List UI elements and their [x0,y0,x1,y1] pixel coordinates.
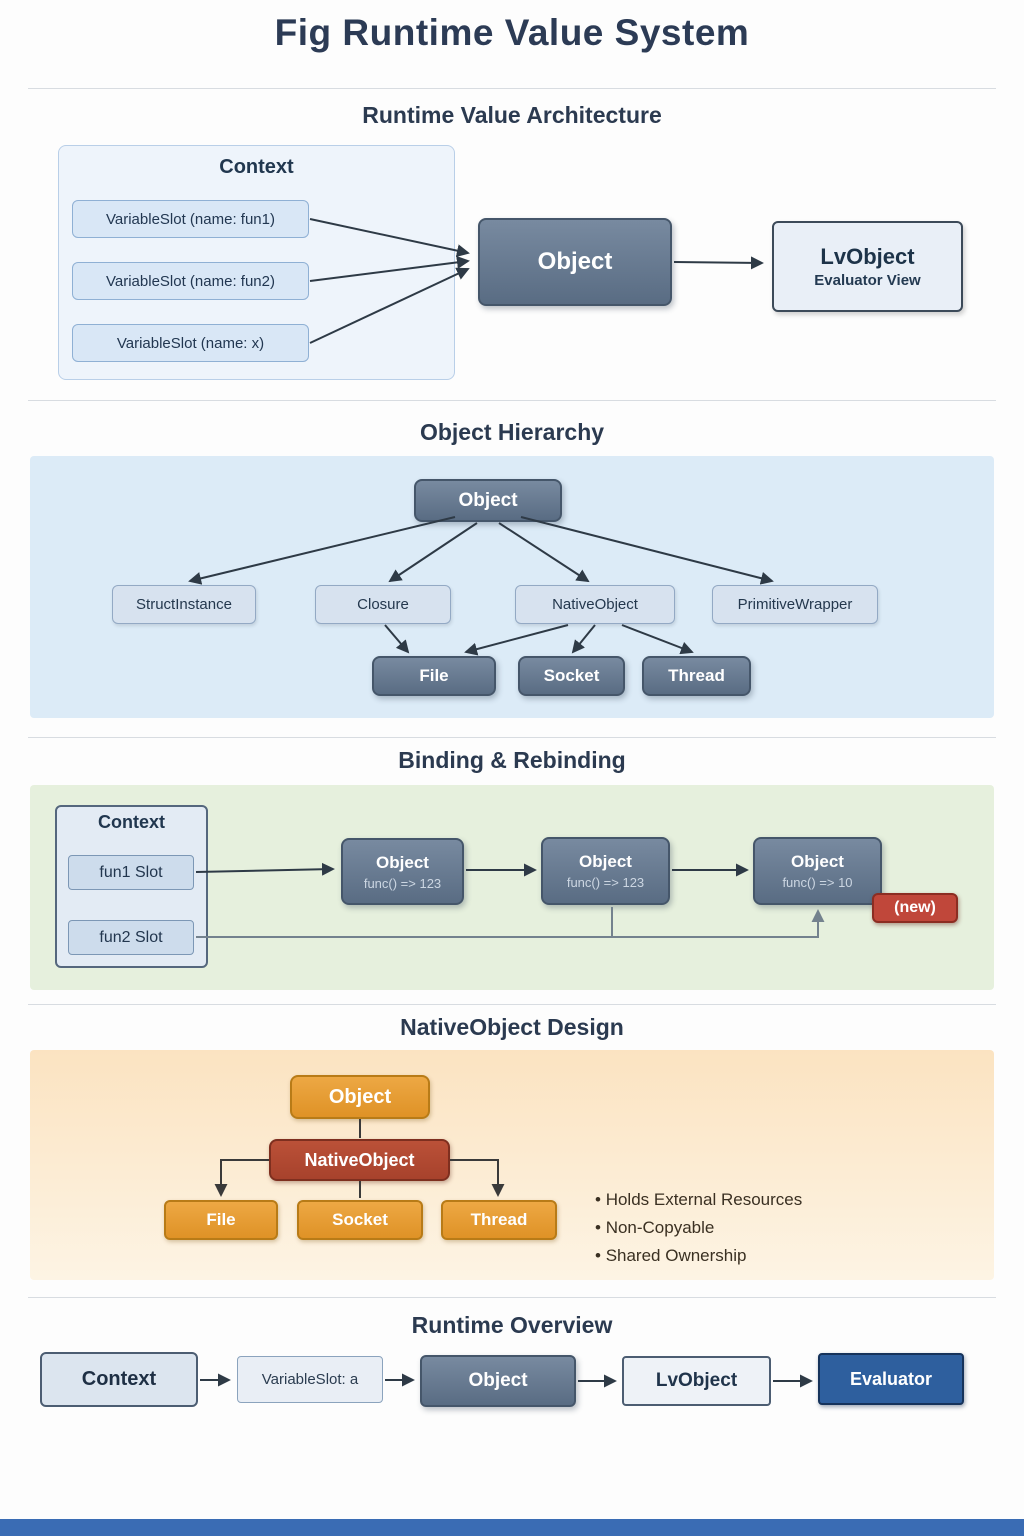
section-divider [28,1297,996,1298]
node-structinstance: StructInstance [112,585,256,624]
section-title-architecture: Runtime Value Architecture [362,102,662,128]
object-node: Object [478,218,672,306]
section-divider [28,737,996,738]
node-closure: Closure [315,585,451,624]
section-divider [28,400,996,401]
overview-node-object: Object [420,1355,576,1407]
binding-object-1: Object func() => 123 [341,838,464,905]
page-title: Fig Runtime Value System [274,12,750,53]
overview-node-evaluator: Evaluator [818,1353,964,1405]
slot-fun2: fun2 Slot [68,920,194,955]
overview-node-variableslot: VariableSlot: a [237,1356,383,1403]
node-socket: Socket [518,656,625,696]
native-socket-node: Socket [297,1200,423,1240]
variable-slot-fun1: VariableSlot (name: fun1) [72,200,309,238]
section-divider [28,88,996,89]
overview-node-context: Context [40,1352,198,1407]
overview-node-lvobject: LvObject [622,1356,771,1406]
binding-object-1-title: Object [376,852,429,872]
slot-fun1: fun1 Slot [68,855,194,890]
variable-slot-x: VariableSlot (name: x) [72,324,309,362]
lvobject-subtitle: Evaluator View [814,272,921,289]
hierarchy-root-object: Object [414,479,562,522]
bullet-item: Holds External Resources [595,1186,803,1214]
node-thread: Thread [642,656,751,696]
nativeobject-node: NativeObject [269,1139,450,1181]
section-title-binding: Binding & Rebinding [398,747,626,773]
section-divider [28,1004,996,1005]
node-nativeobject: NativeObject [515,585,675,624]
binding-context-title: Context [98,812,165,832]
native-panel [30,1050,994,1280]
bullet-item: Shared Ownership [595,1242,802,1270]
lvobject-title: LvObject [820,244,915,269]
binding-object-3-title: Object [791,852,844,871]
lvobject-node: LvObject Evaluator View [772,221,963,312]
node-primitivewrapper: PrimitiveWrapper [712,585,878,624]
section-title-hierarchy: Object Hierarchy [419,419,605,445]
binding-object-2: Object func() => 123 [541,837,670,905]
bullet-item: Non-Copyable [595,1214,802,1242]
binding-object-2-detail: func() => 123 [566,875,645,890]
binding-object-2-title: Object [579,852,632,871]
binding-object-3: Object func() => 10 [753,837,882,905]
context-title: Context [219,156,294,178]
native-object-node: Object [290,1075,430,1119]
bottom-bar [0,1519,1024,1536]
native-thread-node: Thread [441,1200,557,1240]
binding-object-1-detail: func() => 123 [363,875,442,891]
binding-object-3-detail: func() => 10 [782,875,853,890]
node-file: File [372,656,496,696]
native-bullet-list: Holds External Resources Non-Copyable Sh… [595,1186,803,1270]
variable-slot-fun2: VariableSlot (name: fun2) [72,262,309,300]
section-title-overview: Runtime Overview [411,1312,613,1338]
new-badge: (new) [872,893,958,923]
section-title-native: NativeObject Design [400,1014,624,1040]
native-file-node: File [164,1200,278,1240]
